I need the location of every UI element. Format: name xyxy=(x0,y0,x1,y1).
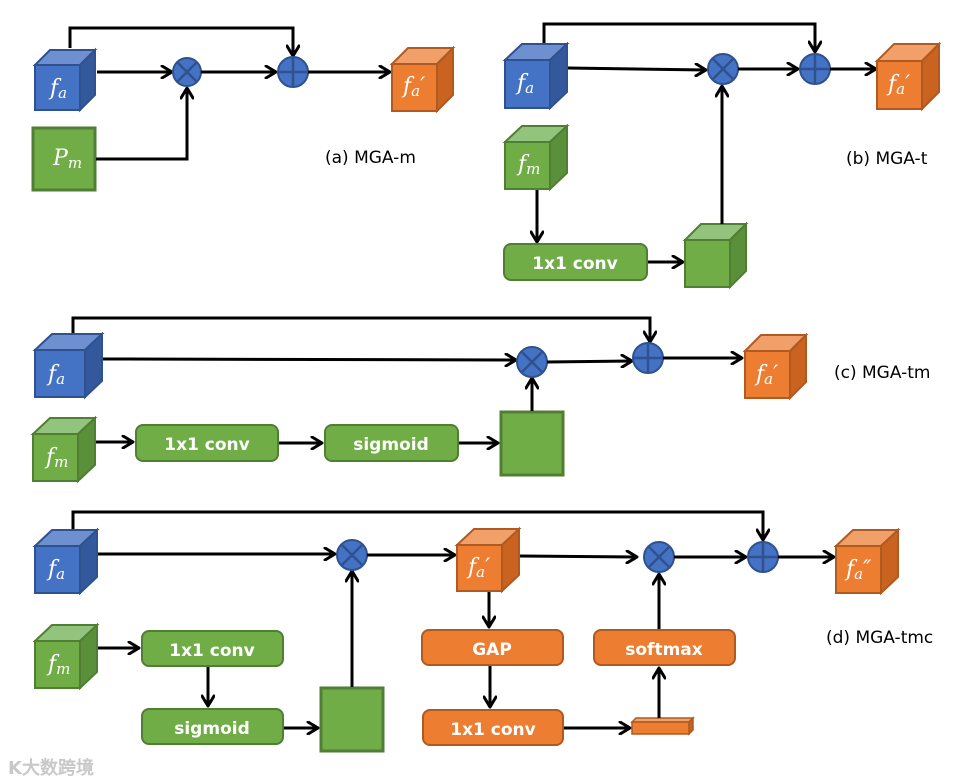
caption-c: (c) MGA-tm xyxy=(834,363,930,383)
cube-fa-prime-c: fa′ xyxy=(742,332,809,401)
arrow-mult-to-add-c xyxy=(546,361,632,362)
conv-label: 1x1 conv xyxy=(532,254,617,274)
skip-connection-b xyxy=(542,22,815,52)
cube-fa-b: fa xyxy=(502,41,570,111)
channel-vector-d xyxy=(630,716,695,736)
attention-map-d xyxy=(319,686,385,753)
conv2-label: 1x1 conv xyxy=(450,720,535,740)
arrow-fa-to-mult-c xyxy=(102,359,516,360)
conv2-box-d: 1x1 conv xyxy=(422,709,564,746)
cube-fa-a: fa xyxy=(32,47,98,113)
motion-cube-fm-c: fm xyxy=(30,415,98,484)
multiply-op-a xyxy=(172,57,202,87)
panel-d: fa fm 1x1 conv sigmoid xyxy=(32,510,933,753)
multiply-op-b xyxy=(707,53,739,85)
sigmoid-box-d: sigmoid xyxy=(141,708,284,745)
conv-box-b: 1x1 conv xyxy=(503,243,648,281)
cube-fa-d: fa xyxy=(32,527,100,596)
caption-b: (b) MGA-t xyxy=(846,149,928,169)
sigmoid-label: sigmoid xyxy=(353,435,429,455)
add-op-c xyxy=(632,342,664,374)
sigmoid-box-c: sigmoid xyxy=(324,424,459,462)
cube-fa-double-prime-d: fa″ xyxy=(833,527,901,596)
conv-label: 1x1 conv xyxy=(169,641,254,661)
cube-fa-prime-mid-d: fa′ xyxy=(454,526,522,594)
skip-connection-d xyxy=(71,510,763,540)
softmax-box-d: softmax xyxy=(593,629,736,666)
add-op-d xyxy=(747,541,779,573)
pm-label: Pm xyxy=(52,146,82,172)
multiply-op-c xyxy=(516,346,548,378)
arrow-pm-to-mult-a xyxy=(96,88,187,161)
motion-cube-fm-b: fm xyxy=(502,123,570,192)
caption-a: (a) MGA-m xyxy=(325,148,416,168)
softmax-label: softmax xyxy=(625,640,703,660)
sigmoid-label: sigmoid xyxy=(174,719,250,739)
cube-fa-prime-b: fa′ xyxy=(874,41,942,112)
skip-connection-c xyxy=(71,316,650,342)
multiply-op-d1 xyxy=(336,539,368,571)
cube-fa-prime-a: fa′ xyxy=(389,45,456,114)
arrow-fa-to-mult-b xyxy=(567,68,706,70)
attention-map-cube-b xyxy=(682,221,749,290)
motion-cube-fm-d: fm xyxy=(32,622,100,691)
attention-map-c xyxy=(499,410,565,477)
panel-c: fa fm 1x1 conv sigmoid xyxy=(30,316,930,484)
add-op-a xyxy=(277,56,309,88)
caption-d: (d) MGA-tmc xyxy=(826,628,933,648)
gap-box-d: GAP xyxy=(421,629,564,666)
arrow-mid-to-mult2-d xyxy=(519,556,637,557)
conv-box-d: 1x1 conv xyxy=(141,630,284,667)
watermark: K大数跨境 xyxy=(8,757,94,779)
panel-b: fa fm 1x1 conv xyxy=(502,22,942,290)
skip-connection-a xyxy=(68,26,293,56)
multiply-op-d2 xyxy=(643,541,675,573)
cube-fa-c: fa xyxy=(32,331,105,400)
add-op-b xyxy=(799,53,831,85)
panel-a: fa Pm fa′ (a) MGA-m xyxy=(31,26,456,192)
conv-label: 1x1 conv xyxy=(164,435,249,455)
gap-label: GAP xyxy=(472,640,512,660)
mask-pm: Pm xyxy=(31,126,97,192)
conv-box-c: 1x1 conv xyxy=(135,424,279,462)
